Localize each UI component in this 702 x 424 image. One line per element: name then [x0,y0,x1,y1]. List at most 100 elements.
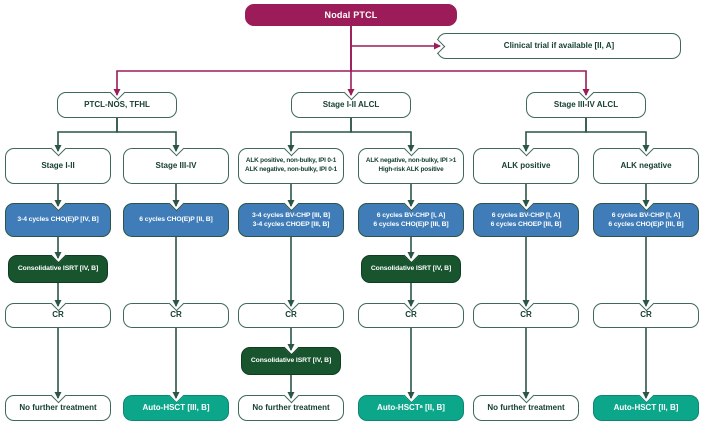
node-label: No further treatment [487,402,565,412]
node-tx5: 6 cycles BV-CHP [I, A] 6 cycles CHOEP [II… [473,195,579,237]
edge-stage-iii-iv-alcl-to-alk-negative [585,118,650,152]
arrow-notch [50,295,66,312]
node-label: CR [640,310,652,320]
node-hsct6: Auto-HSCT [II, B] [593,387,699,421]
node-stage-i-ii: Stage I-II [5,140,111,184]
edge-nodal-ptcl-to-ptcl-nos-tfhl [113,26,352,96]
node-label: 6 cycles BV-CHP [I, A] [611,211,681,219]
edge-stage-i-ii-alcl-to-alk-neg-group [350,118,415,152]
arrow-notch [403,140,419,157]
node-stage-iii-iv: Stage III-IV [123,140,229,184]
node-label: Auto-HSCT [II, B] [613,402,679,412]
node-tx6: 6 cycles BV-CHP [I, A] 6 cycles CHO(E)P [… [593,195,699,237]
node-label: 6 cycles BV-CHP [I, A] [376,211,446,219]
node-label: Consolidative ISRT [IV, B] [250,357,332,365]
node-label: 6 cycles CHOEP [III, B] [490,221,562,228]
node-stage-iii-iv-alcl: Stage III-IV ALCL [526,84,646,118]
node-hsct2: Auto-HSCT [III, B] [123,387,229,421]
arrow-notch [168,140,184,157]
arrow-notch [168,195,184,212]
node-tx2: 6 cycles CHO(E)P [II, B] [123,195,229,237]
node-label: Stage III-IV [155,160,197,170]
node-tx4: 6 cycles BV-CHP [I, A] 6 cycles CHO(E)P [… [358,195,464,237]
node-cr2: CR [123,295,229,328]
arrow-notch [403,195,419,212]
node-isrt-c1: Consolidative ISRT [IV, B] [8,247,108,283]
node-isrt-c4: Consolidative ISRT [IV, B] [361,247,461,283]
node-cr5: CR [473,295,579,328]
node-tx3: 3-4 cycles BV-CHP [III, B] 3-4 cycles CHO… [238,195,344,237]
arrow-notch [518,195,534,212]
arrow-notch [168,295,184,312]
node-label: Stage III-IV ALCL [553,99,619,109]
node-ptcl-nos-tfhl: PTCL-NOS, TFHL [57,84,177,118]
node-isrt-c3: Consolidative ISRT [IV, B] [241,339,341,375]
node-label: Consolidative ISRT [IV, B] [370,265,452,273]
node-cr6: CR [593,295,699,328]
arrow-notch [403,387,419,404]
node-label: Auto-HSCT [III, B] [142,402,210,412]
arrow-notch [638,387,654,404]
node-nft5: No further treatment [473,387,579,421]
node-label: ALK negative, non-bulky, IPI >1 [365,157,457,165]
node-label: No further treatment [252,402,330,412]
node-alk-negative: ALK negative [593,140,699,184]
arrow-notch [403,295,419,312]
arrow-notch [343,84,359,101]
node-label: 6 cycles BV-CHP [I, A] [491,211,561,219]
node-label: High-risk ALK positive [378,166,444,173]
arrow-notch [578,84,594,101]
node-label: Auto-HSCTᵃ [II, B] [377,402,445,412]
arrow-notch [638,295,654,312]
node-label: Stage I-II ALCL [322,99,380,109]
arrow-notch [638,140,654,157]
node-stage-i-ii-alcl: Stage I-II ALCL [291,84,411,118]
node-label: 3-4 cycles CHOEP [III, B] [252,221,330,228]
node-label: 3-4 cycles BV-CHP [III, B] [251,211,331,219]
node-label: Stage I-II [41,160,75,170]
arrow-notch [283,387,299,404]
node-label: 3-4 cycles CHO(E)P [IV, B] [17,216,99,224]
node-label: Clinical trial if available [II, A] [503,40,615,50]
arrow-notch [518,140,534,157]
node-label: CR [285,310,297,320]
arrow-notch [283,295,299,312]
node-label: PTCL-NOS, TFHL [84,99,150,109]
arrow-notch [283,140,299,157]
edge-ptcl-nos-tfhl-to-stage-iii-iv [116,118,180,152]
edge-stage-i-ii-alcl-to-alk-pos-group [287,118,352,152]
edge-ptcl-nos-tfhl-to-stage-i-ii [54,118,118,152]
arrow-notch [283,195,299,212]
arrow-notch [50,195,66,212]
node-label: ALK positive [501,160,551,170]
arrow-notch [429,38,446,54]
arrow-notch [518,387,534,404]
node-cr3: CR [238,295,344,328]
node-hsct4: Auto-HSCTᵃ [II, B] [358,387,464,421]
node-label: CR [170,310,182,320]
node-nft1: No further treatment [5,387,111,421]
arrow-notch [403,247,419,264]
arrow-notch [50,140,66,157]
node-label: ALK negative [620,160,672,170]
node-label: Nodal PTCL [324,9,378,20]
node-alk-positive: ALK positive [473,140,579,184]
arrow-notch [50,387,66,404]
node-cr4: CR [358,295,464,328]
edge-stage-iii-iv-alcl-to-alk-positive [522,118,587,152]
node-label: 6 cycles CHO(E)P [III, B] [373,221,449,228]
arrow-notch [283,339,299,356]
node-label: Consolidative ISRT [IV, B] [17,265,99,273]
node-label: CR [520,310,532,320]
arrow-notch [638,195,654,212]
node-clinical-trial: Clinical trial if available [II, A] [429,33,681,59]
arrow-notch [168,387,184,404]
node-label: CR [52,310,64,320]
node-label: 6 cycles CHO(E)P [III, B] [608,221,684,228]
node-label: No further treatment [19,402,97,412]
node-nodal-ptcl: Nodal PTCL [245,4,457,26]
node-label: CR [405,310,417,320]
node-label: 6 cycles CHO(E)P [II, B] [139,216,213,224]
